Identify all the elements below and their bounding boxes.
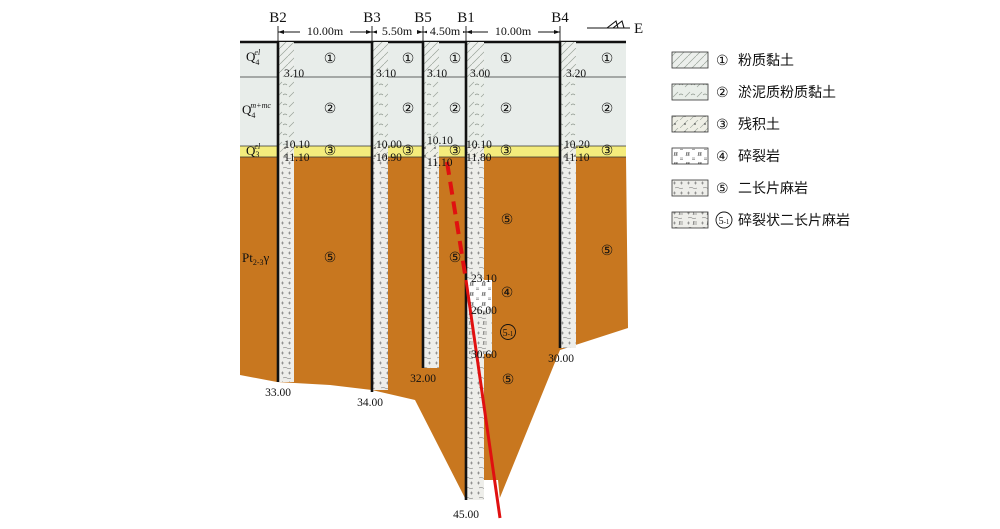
borehole-label-b3: B3 bbox=[363, 10, 381, 26]
svg-text:②: ② bbox=[716, 86, 729, 101]
layer-3-label: ③ bbox=[324, 144, 337, 159]
depth-b3-2: 10.90 bbox=[376, 152, 402, 164]
borehole-label-b2: B2 bbox=[269, 10, 287, 26]
depth-b1-0: 3.00 bbox=[470, 68, 490, 80]
depth-b1-3: 23.10 bbox=[471, 273, 497, 285]
layer-1-label: ① bbox=[324, 52, 337, 67]
legend-item-cataclasite: ④ 碎裂岩 bbox=[671, 147, 780, 165]
svg-text:Q4el: Q4el bbox=[246, 48, 261, 67]
svg-text:Pt2-3γ: Pt2-3γ bbox=[242, 250, 270, 267]
layer-5-1-label: 5-1 bbox=[500, 324, 516, 340]
depth-b5-1: 10.10 bbox=[427, 135, 453, 147]
layer-5-label: ⑤ bbox=[502, 373, 515, 388]
layer-1-label: ① bbox=[449, 52, 462, 67]
layer-5-label: ⑤ bbox=[601, 244, 614, 259]
layer-3-label: ③ bbox=[500, 144, 513, 159]
borehole-label-b5: B5 bbox=[414, 10, 432, 26]
east-arrow-icon bbox=[587, 20, 630, 29]
depth-b4-3: 30.00 bbox=[548, 353, 574, 365]
depth-b5-0: 3.10 bbox=[427, 68, 447, 80]
depth-b2-3: 33.00 bbox=[265, 387, 291, 399]
depth-b4-0: 3.20 bbox=[566, 68, 586, 80]
depth-b3-1: 10.00 bbox=[376, 139, 402, 151]
borehole-column-b2 bbox=[276, 42, 294, 382]
depth-b5-2: 11.10 bbox=[427, 157, 453, 169]
svg-text:碎裂状二长片麻岩: 碎裂状二长片麻岩 bbox=[738, 213, 850, 229]
depth-b3-3: 34.00 bbox=[357, 397, 383, 409]
legend: ① 粉质黏土 ② 淤泥质粉质黏土 ③ 残积土 ④ 碎裂岩 ⑤ 二长片麻岩 5-1… bbox=[671, 51, 850, 229]
layer-4-label: ④ bbox=[501, 286, 514, 301]
layer-2-label: ② bbox=[324, 102, 337, 117]
svg-text:Q3el: Q3el bbox=[246, 142, 261, 159]
svg-text:5-1: 5-1 bbox=[719, 216, 730, 227]
legend-item-gneiss: ⑤ 二长片麻岩 bbox=[671, 179, 808, 197]
depth-b1-2: 11.80 bbox=[466, 152, 492, 164]
spacing-b2-b3: 10.00m bbox=[307, 24, 344, 38]
svg-text:粉质黏土: 粉质黏土 bbox=[738, 53, 794, 69]
strat-label-q3-el: Q3el bbox=[246, 142, 261, 159]
depth-b1-1: 10.10 bbox=[466, 139, 492, 151]
layer-3-label: ③ bbox=[601, 144, 614, 159]
svg-text:5-1: 5-1 bbox=[503, 328, 514, 339]
depth-b5-3: 32.00 bbox=[410, 373, 436, 385]
spacing-b1-b4: 10.00m bbox=[495, 24, 532, 38]
legend-item-muck: ② 淤泥质粉质黏土 bbox=[671, 83, 836, 101]
depth-b1-5: 30.60 bbox=[471, 349, 497, 361]
layer-2-label: ② bbox=[402, 102, 415, 117]
fault-line bbox=[464, 279, 502, 519]
layer-5-label: ⑤ bbox=[324, 251, 337, 266]
layer-5-label: ⑤ bbox=[449, 251, 462, 266]
layer-3-label: ③ bbox=[402, 144, 415, 159]
depth-b1-4: 26.00 bbox=[471, 305, 497, 317]
depth-b1-6: 45.00 bbox=[453, 509, 479, 521]
layer-1-label: ① bbox=[402, 52, 415, 67]
svg-text:⑤: ⑤ bbox=[716, 182, 729, 197]
layer-2-label: ② bbox=[500, 102, 513, 117]
depth-b4-1: 10.20 bbox=[564, 139, 590, 151]
layer-2-label: ② bbox=[601, 102, 614, 117]
strat-label-pt: Pt2-3γ bbox=[242, 250, 270, 267]
legend-item-fractured-gneiss: 5-1 碎裂状二长片麻岩 bbox=[671, 211, 850, 229]
borehole-column-b1 bbox=[464, 42, 500, 500]
svg-text:③: ③ bbox=[716, 118, 729, 133]
borehole-label-b1: B1 bbox=[457, 10, 475, 26]
svg-text:①: ① bbox=[716, 54, 729, 69]
layer-3-label: ③ bbox=[449, 144, 462, 159]
strat-label-q4-el: Q4el bbox=[246, 48, 261, 67]
borehole-column-b4 bbox=[558, 42, 576, 348]
svg-text:残积土: 残积土 bbox=[738, 117, 780, 133]
layer-5-label: ⑤ bbox=[501, 213, 514, 228]
depth-b2-2: 11.10 bbox=[284, 152, 310, 164]
depth-b4-2: 11.10 bbox=[564, 152, 590, 164]
depth-b2-0: 3.10 bbox=[284, 68, 304, 80]
svg-text:碎裂岩: 碎裂岩 bbox=[738, 149, 780, 165]
layer-2-label: ② bbox=[449, 102, 462, 117]
legend-item-residual: ③ 残积土 bbox=[671, 115, 780, 133]
depth-b3-0: 3.10 bbox=[376, 68, 396, 80]
svg-text:二长片麻岩: 二长片麻岩 bbox=[738, 181, 808, 197]
svg-text:淤泥质粉质黏土: 淤泥质粉质黏土 bbox=[738, 85, 836, 101]
direction-label: E bbox=[634, 21, 643, 37]
borehole-column-b3 bbox=[370, 42, 388, 392]
layer-1-label: ① bbox=[601, 52, 614, 67]
layer-1-label: ① bbox=[500, 52, 513, 67]
spacing-b3-b5: 5.50m bbox=[382, 24, 413, 38]
legend-item-silty-clay: ① 粉质黏土 bbox=[671, 51, 794, 69]
depth-b2-1: 10.10 bbox=[284, 139, 310, 151]
borehole-label-b4: B4 bbox=[551, 10, 569, 26]
borehole-column-b5 bbox=[421, 42, 439, 368]
svg-text:④: ④ bbox=[716, 150, 729, 165]
spacing-b5-b1: 4.50m bbox=[430, 24, 461, 38]
